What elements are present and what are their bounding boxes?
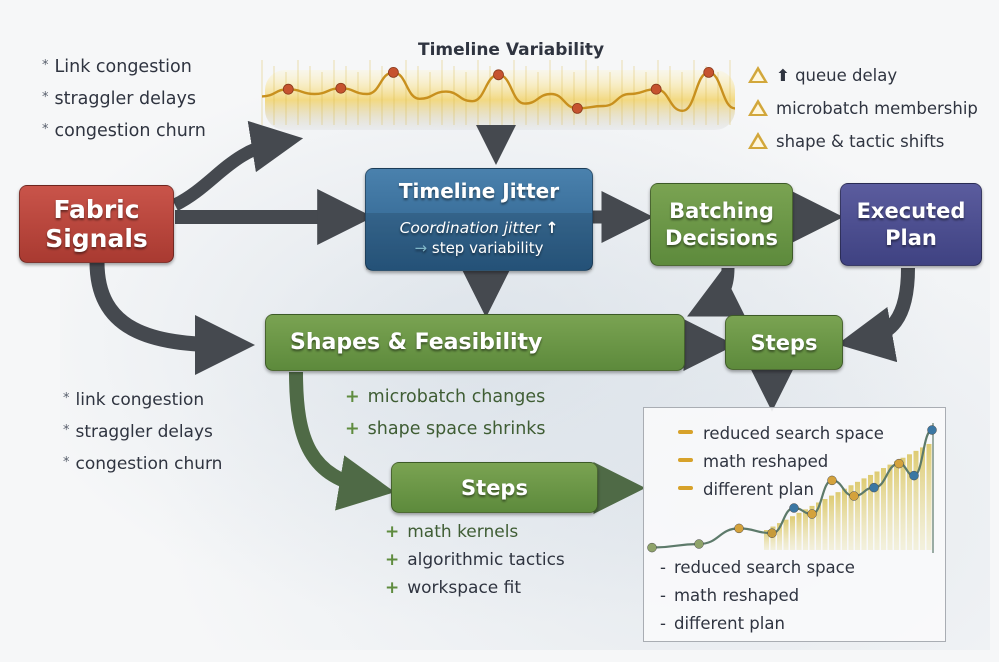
trend-bar [868,474,873,550]
warning-item: microbatch membership [748,92,978,125]
legend-item: different plan [678,476,884,504]
trend-bar [907,454,912,550]
trend-bar [783,519,789,550]
arrow-fabric-to-wave [171,120,304,211]
right-arrow-icon: → [414,239,428,257]
wave-marker [703,67,715,78]
warning-list: ⬆ queue delay microbatch membership shap… [748,59,978,158]
list-item: *congestion churn [42,121,206,141]
shapes-list: +microbatch changes +shape space shrinks [345,381,546,445]
node-executed-plan[interactable]: Executed Plan [840,183,982,266]
trend-bar [790,516,795,550]
trend-point [894,458,904,469]
trend-bar [822,499,828,550]
list-item: *link congestion [63,390,205,410]
wave-marker [493,69,504,81]
arrow-shapes-to-bottom-steps [289,371,395,511]
wave-marker [282,83,294,95]
node-fabric-signals[interactable]: Fabric Signals [19,185,174,263]
trend-point [807,509,817,519]
node-batching-decisions[interactable]: Batching Decisions [650,183,793,266]
wave-marker [571,103,583,114]
trend-bar [874,471,880,550]
trend-point [734,523,744,534]
trend-bar [848,485,854,550]
warning-item: ⬆ queue delay [748,59,978,92]
trend-bar [816,502,821,550]
list-item: *straggler delays [42,89,196,109]
trend-point [869,482,879,493]
trend-bar [861,478,867,550]
arrow-executed-to-steps [837,267,915,363]
result-legend: reduced search space math reshaped diffe… [678,420,884,504]
trend-bar [796,512,802,550]
arrow-fabric-to-shapes [89,261,255,375]
trend-point [909,470,919,481]
timeline-variability-title: Timeline Variability [418,40,605,60]
trend-bar [894,461,899,550]
trend-bar [926,443,932,550]
trend-bar [881,468,886,550]
dash-icon [678,458,693,462]
trend-bar [913,450,919,550]
trend-bar [920,447,925,550]
timeline-variability-band [265,70,735,130]
list-item: +microbatch changes [345,387,546,407]
timeline-wave [261,60,736,125]
result-panel: reduced search space math reshaped diffe… [643,407,946,642]
warning-triangle-icon [748,132,768,149]
trend-point [694,539,704,549]
arrow-batching-to-steps [687,267,746,317]
dash-icon [678,430,693,434]
trend-bar [835,492,841,550]
list-item: +math kernels [385,522,519,542]
result-footer: -reduced search space -math reshaped -di… [660,554,855,638]
legend-item: math reshaped [678,448,884,476]
list-item: -reduced search space [660,558,855,577]
list-item: *Link congestion [42,57,192,77]
list-item: -math reshaped [660,586,800,605]
trend-chart [647,423,937,553]
wave-marker [650,83,662,95]
trend-point [927,425,937,435]
node-steps-right[interactable]: Steps [725,315,843,370]
up-arrow-icon: ↑ [545,219,559,237]
up-arrow-icon: ⬆ [776,66,790,85]
trend-bar [777,523,782,550]
list-item: *congestion churn [63,454,223,474]
dash-icon [678,486,693,490]
list-item: -different plan [660,614,785,633]
trend-bar [803,509,808,550]
list-item: *straggler delays [63,422,213,442]
trend-point [789,503,799,513]
wave-marker [335,82,347,94]
trend-bar [887,464,893,550]
trend-bar [855,481,860,550]
node-timeline-jitter[interactable]: Timeline Jitter Coordination jitter ↑ → … [365,168,593,271]
trend-bar [770,526,776,550]
fabric-signal-list-top: *Link congestion *straggler delays *cong… [42,52,206,148]
legend-item: reduced search space [678,420,884,448]
trend-point [767,528,777,538]
trend-bar [842,488,847,550]
fabric-signal-list-bottom: *link congestion *straggler delays *cong… [63,385,222,481]
trend-bar [764,530,769,550]
trend-bar [809,505,815,550]
warning-triangle-icon [748,66,768,83]
list-item: +algorithmic tactics [385,550,565,570]
trend-point [849,491,859,501]
trend-point [827,475,837,486]
steps-list: +math kernels +algorithmic tactics +work… [385,518,565,602]
list-item: +workspace fit [385,578,522,598]
trend-bar [829,495,834,550]
node-steps-bottom[interactable]: Steps [391,462,598,513]
warning-triangle-icon [748,99,768,116]
list-item: +shape space shrinks [345,419,546,439]
warning-item: shape & tactic shifts [748,125,978,158]
node-shapes-feasibility[interactable]: Shapes & Feasibility [265,314,685,371]
trend-point [647,542,657,553]
trend-bar [900,457,906,550]
wave-marker [387,67,399,78]
